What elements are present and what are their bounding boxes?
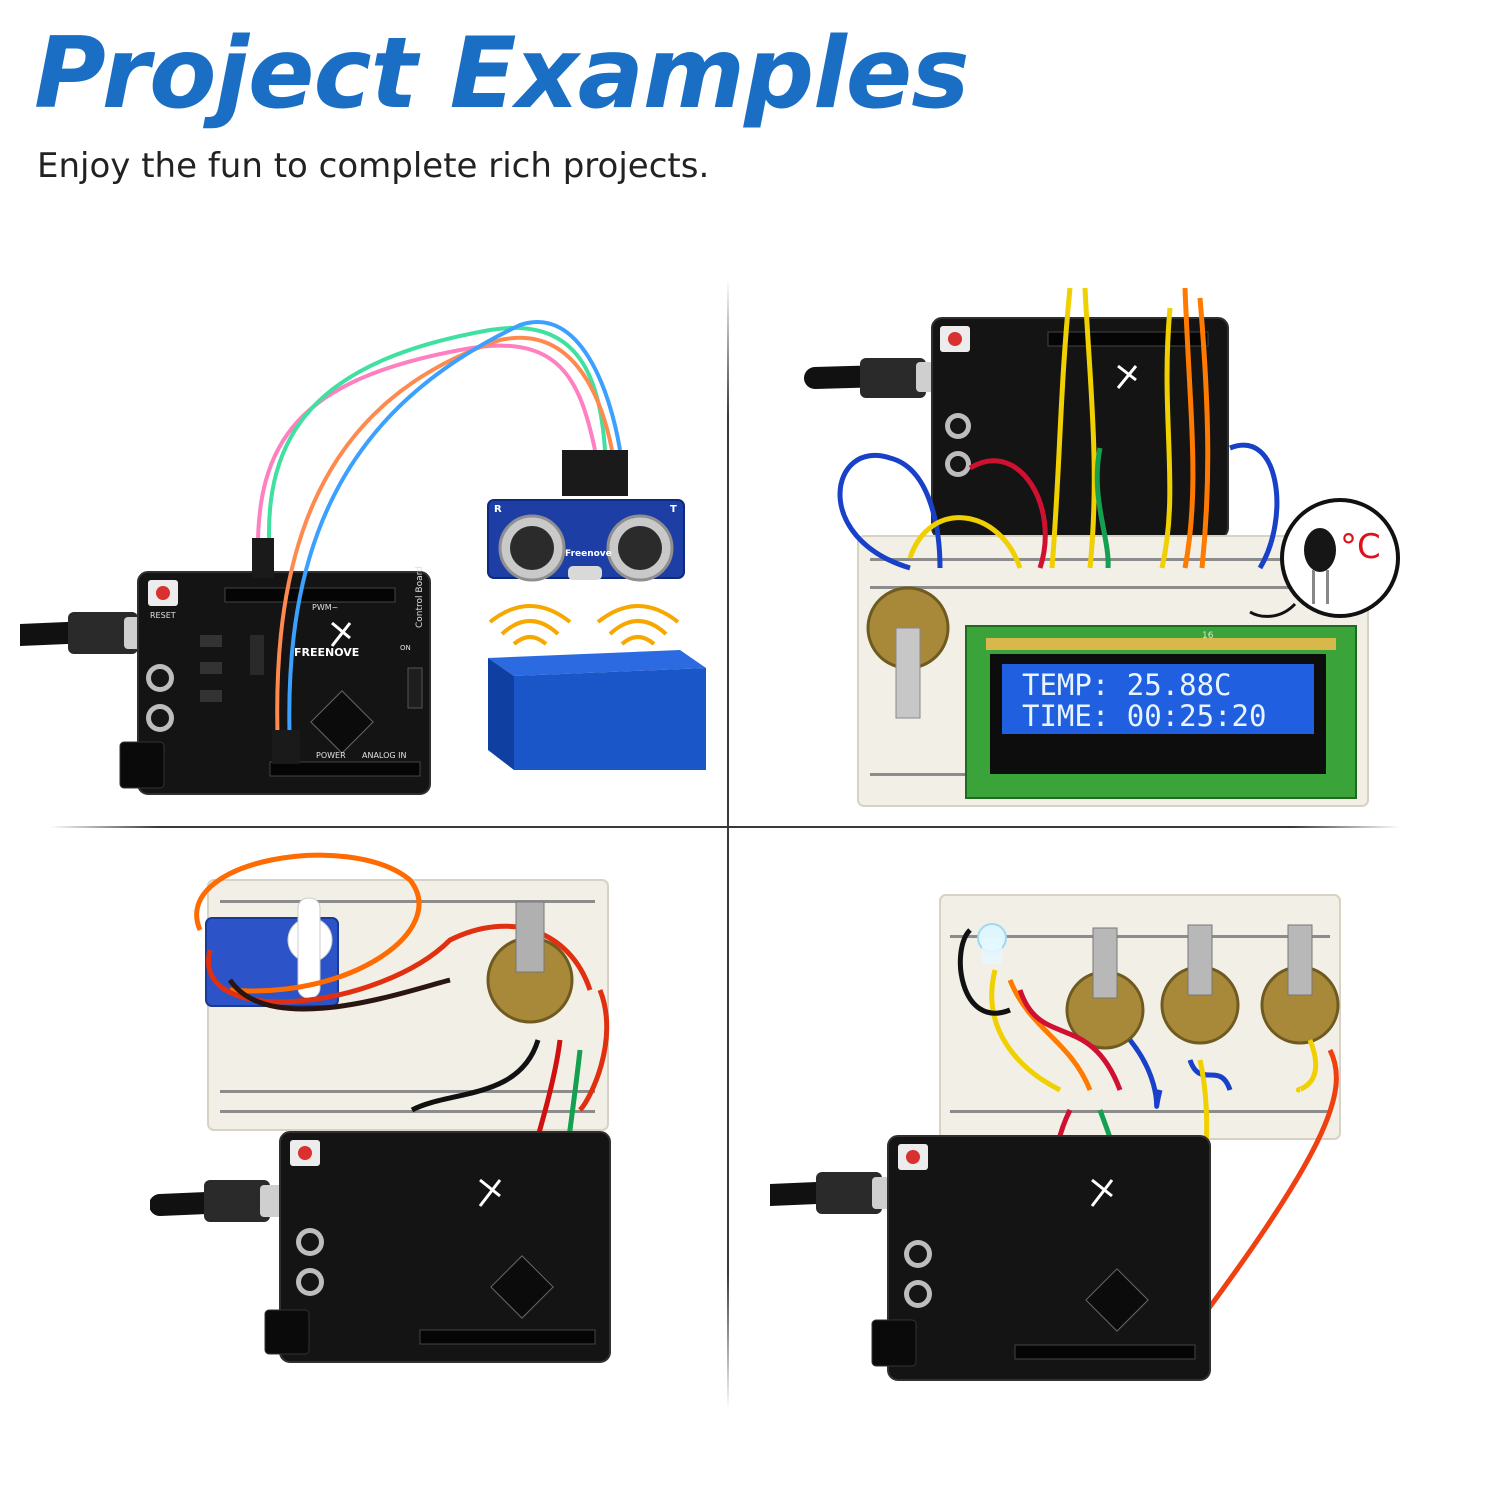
sensor-r-label: R <box>494 504 502 515</box>
lcd-module: TEMP: 25.88C TIME: 00:25:20 16 <box>965 625 1357 799</box>
thermistor-callout: °C <box>1249 498 1400 618</box>
project-photo-servo <box>150 840 650 1370</box>
obstacle-block <box>488 650 706 770</box>
ultrasonic-sensor: Freenove R T <box>487 450 685 582</box>
pwm-label: PWM~ <box>312 603 338 612</box>
page-subtitle: Enjoy the fun to complete rich projects. <box>37 146 710 186</box>
celsius-label: °C <box>1340 527 1381 567</box>
rgb-led <box>977 923 1007 964</box>
quadrant-divider-horizontal <box>50 826 1400 828</box>
project-photo-lcd-thermometer: TEMP: 25.88C TIME: 00:25:20 16 °C <box>790 268 1490 818</box>
project-photo-ultrasonic: RESET FREENOVE PWM~ POWER ANALOG IN ON <box>20 290 720 820</box>
analog-label: ANALOG IN <box>362 751 407 760</box>
sensor-t-label: T <box>670 504 677 515</box>
control-board: RESET FREENOVE PWM~ POWER ANALOG IN ON <box>119 566 431 795</box>
lcd-line-2: TIME: 00:25:20 <box>1022 699 1266 733</box>
potentiometers <box>1065 924 1340 1050</box>
quadrant-divider-vertical <box>727 280 729 1410</box>
lcd-line-1: TEMP: 25.88C <box>1022 668 1232 702</box>
lcd-pin-label: 16 <box>1202 631 1214 641</box>
side-label: Control Board <box>415 566 425 628</box>
project-photo-rgb-led <box>770 890 1370 1400</box>
page-title: Project Examples <box>34 17 970 131</box>
board-brand-label: FREENOVE <box>294 646 359 659</box>
sound-wave-icon <box>488 604 680 646</box>
reset-label: RESET <box>150 611 176 620</box>
power-label: POWER <box>316 751 346 760</box>
on-label: ON <box>400 644 411 652</box>
sensor-brand-label: Freenove <box>565 549 612 559</box>
